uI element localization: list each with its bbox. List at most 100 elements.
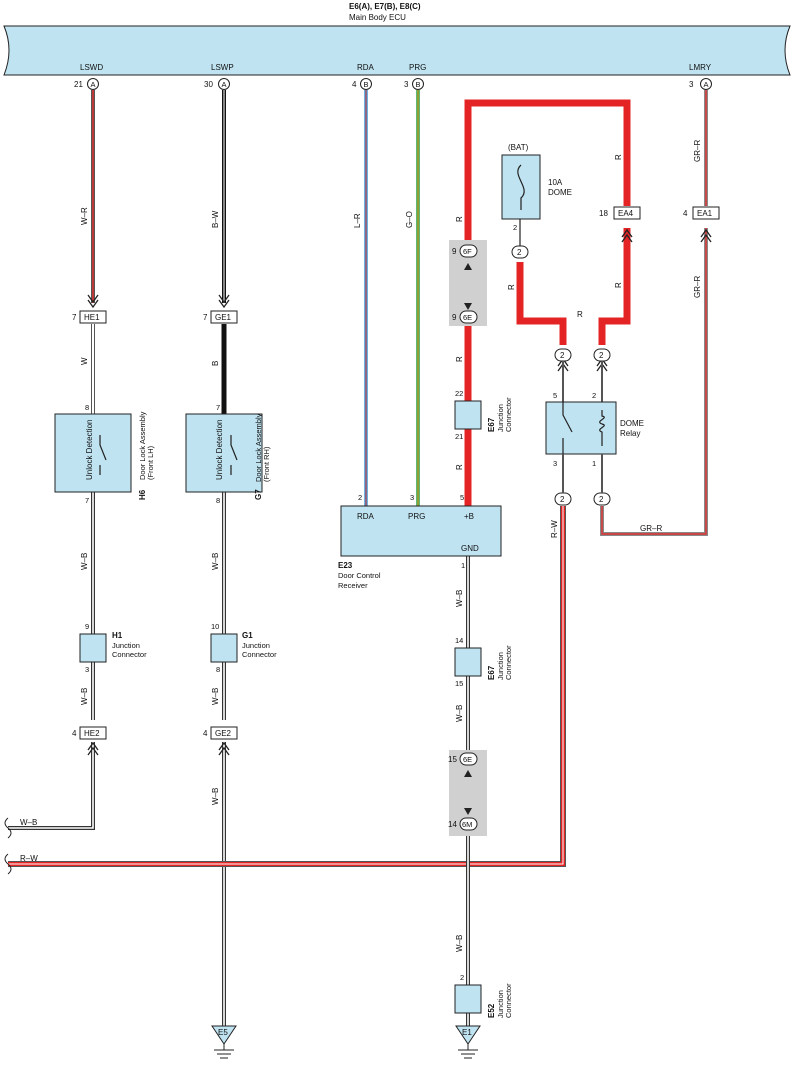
- svg-text:B: B: [416, 80, 421, 89]
- label-w-b-1: W–B: [80, 553, 89, 570]
- ground-e1: E1: [455, 1025, 481, 1059]
- ecu-pin-lswp: 30 A: [204, 78, 230, 90]
- svg-text:7: 7: [85, 496, 89, 505]
- label-r-w-2: R–W: [20, 854, 38, 863]
- terminal-rda: RDA: [357, 63, 375, 72]
- label-r-4: R: [507, 284, 516, 290]
- label-w-r: W–R: [80, 207, 89, 225]
- svg-text:14: 14: [448, 820, 457, 829]
- label-gr-r-3: GR–R: [640, 524, 662, 533]
- ecu-pin-prg: 3 B: [404, 78, 424, 90]
- connector-relay-1-out: 2: [593, 492, 611, 506]
- connector-fuse-2: 2: [511, 245, 529, 259]
- svg-text:E23: E23: [338, 561, 353, 570]
- svg-text:2: 2: [358, 493, 362, 502]
- svg-text:DOME: DOME: [548, 188, 572, 197]
- label-g-o: G–O: [405, 211, 414, 228]
- label-r-1: R: [455, 216, 464, 222]
- ecu-pin-lmry: 3 A: [689, 78, 712, 90]
- svg-text:2: 2: [560, 495, 565, 504]
- svg-text:GND: GND: [461, 544, 479, 553]
- label-w-b-8: W–B: [455, 705, 464, 722]
- svg-text:15: 15: [448, 755, 457, 764]
- arrow-6e-top: [464, 303, 472, 310]
- svg-text:Unlock Detection: Unlock Detection: [85, 420, 94, 480]
- label-w-b-3: W–B: [20, 818, 37, 827]
- arrow-6m: [464, 808, 472, 815]
- svg-text:H6: H6: [138, 489, 147, 500]
- junction-connector-e67-upper: 22 21 E67 Junction Connector: [454, 389, 513, 441]
- connector-6f: 9 6F: [452, 244, 478, 258]
- label-r-7: R: [614, 282, 623, 288]
- svg-text:EA4: EA4: [618, 209, 634, 218]
- svg-text:Junction: Junction: [496, 652, 505, 680]
- arrow-ea1: [700, 228, 712, 243]
- svg-text:5: 5: [553, 391, 557, 400]
- connector-ea4: 18 EA4: [599, 206, 641, 220]
- connector-he2: 4 HE2: [72, 726, 107, 740]
- svg-text:4: 4: [352, 80, 357, 89]
- svg-text:(BAT): (BAT): [508, 143, 529, 152]
- label-w: W: [80, 357, 89, 365]
- fuse-10a-dome: (BAT) 10A DOME 2: [501, 143, 572, 246]
- svg-text:G7: G7: [254, 489, 263, 500]
- ecu-name-label: Main Body ECU: [349, 13, 406, 22]
- ground-e5: E5: [211, 1025, 237, 1059]
- main-body-ecu: [3, 25, 791, 76]
- svg-text:2: 2: [517, 248, 522, 257]
- svg-text:HE1: HE1: [84, 313, 100, 322]
- door-lock-assembly-lh: 8 Unlock Detection 7 H6 Door Lock Assemb…: [54, 403, 155, 505]
- terminal-prg: PRG: [409, 63, 426, 72]
- arrow-ge2: [218, 741, 230, 756]
- svg-text:21: 21: [74, 80, 83, 89]
- svg-text:Connector: Connector: [112, 650, 147, 659]
- arrow-he1: [87, 294, 99, 309]
- svg-text:GE2: GE2: [215, 729, 232, 738]
- svg-text:Junction: Junction: [496, 990, 505, 1018]
- connector-relay-2-in: 2: [593, 348, 611, 362]
- label-w-b-7: W–B: [455, 590, 464, 607]
- ecu-connectors-label: E6(A), E7(B), E8(C): [349, 2, 421, 11]
- svg-text:G1: G1: [242, 631, 253, 640]
- wire-r-w: [8, 506, 566, 867]
- svg-text:15: 15: [455, 679, 463, 688]
- arrow-he2: [87, 741, 99, 756]
- svg-text:E1: E1: [462, 1028, 472, 1037]
- svg-text:Receiver: Receiver: [338, 581, 368, 590]
- svg-text:Connector: Connector: [504, 983, 513, 1018]
- svg-text:Junction: Junction: [496, 404, 505, 432]
- label-r-w-1: R–W: [550, 520, 559, 538]
- svg-text:2: 2: [460, 973, 464, 982]
- label-r-3: R: [455, 464, 464, 470]
- connector-he1: 7 HE1: [72, 310, 107, 324]
- connector-ge2: 4 GE2: [203, 726, 238, 740]
- svg-text:9: 9: [452, 313, 457, 322]
- svg-text:E5: E5: [218, 1028, 228, 1037]
- svg-text:A: A: [704, 80, 709, 89]
- svg-text:4: 4: [683, 209, 688, 218]
- svg-text:1: 1: [461, 561, 465, 570]
- label-b-w: B–W: [211, 210, 220, 228]
- terminal-lswd: LSWD: [80, 63, 103, 72]
- svg-text:6E: 6E: [463, 313, 472, 322]
- svg-text:1: 1: [592, 459, 596, 468]
- svg-text:(Front LH): (Front LH): [146, 445, 155, 480]
- svg-text:14: 14: [455, 636, 463, 645]
- ecu-pin-lswd: 21 A: [74, 78, 99, 90]
- svg-text:3: 3: [404, 80, 409, 89]
- svg-text:3: 3: [85, 665, 89, 674]
- svg-text:Connector: Connector: [504, 645, 513, 680]
- svg-text:7: 7: [72, 313, 77, 322]
- svg-text:PRG: PRG: [408, 512, 425, 521]
- svg-text:2: 2: [560, 351, 565, 360]
- connector-relay-3-out: 2: [554, 492, 572, 506]
- label-r-6: R: [614, 154, 623, 160]
- svg-text:6M: 6M: [462, 820, 472, 829]
- svg-text:HE2: HE2: [84, 729, 100, 738]
- connector-6e-top: 9 6E: [452, 310, 478, 324]
- svg-text:4: 4: [203, 729, 208, 738]
- svg-text:B: B: [364, 80, 369, 89]
- svg-text:7: 7: [216, 403, 220, 412]
- svg-text:5: 5: [460, 493, 464, 502]
- svg-text:10: 10: [211, 622, 219, 631]
